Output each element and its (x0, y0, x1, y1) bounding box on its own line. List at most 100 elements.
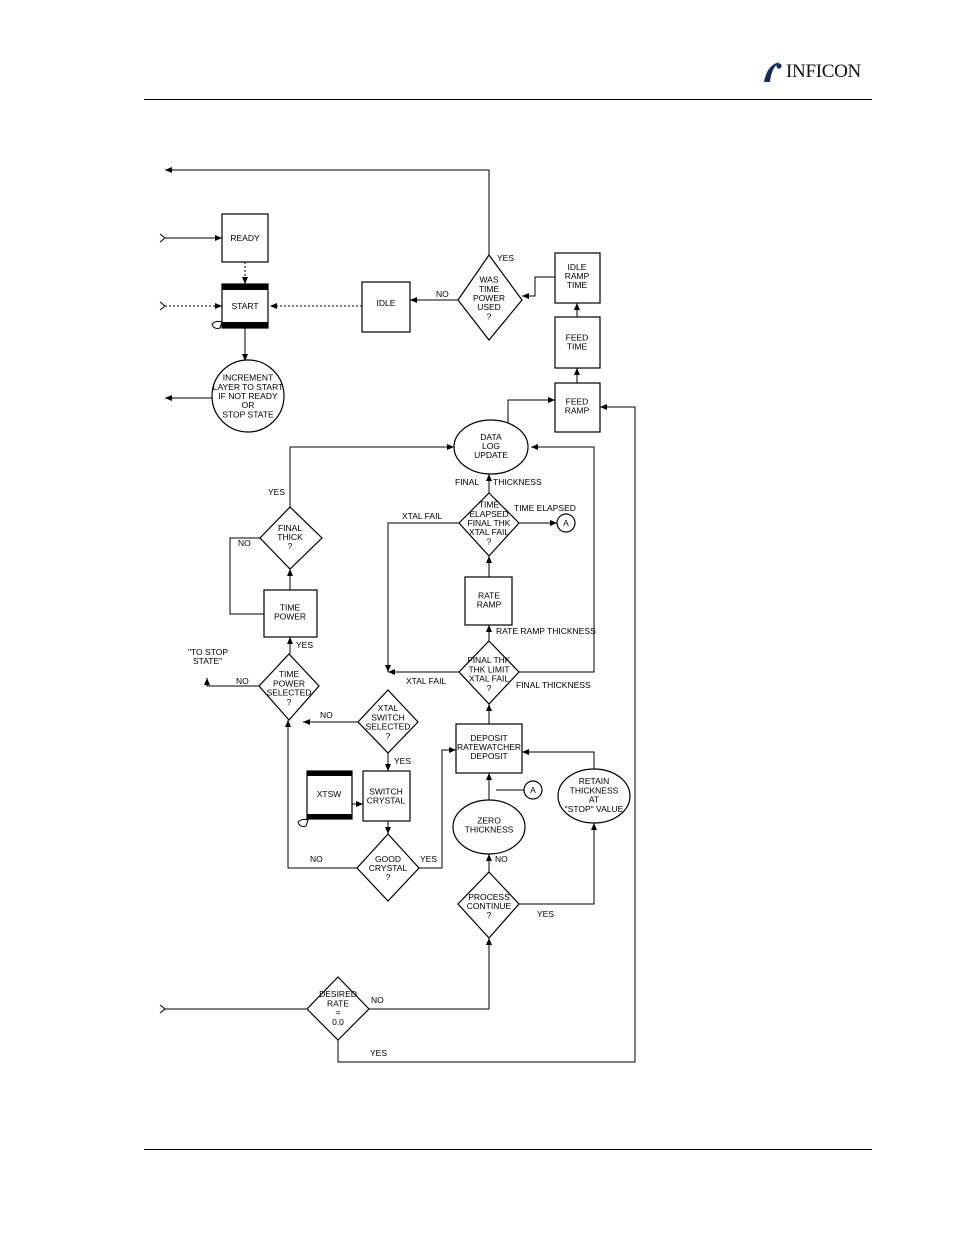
node-text-was-time-power-0: WAS (479, 275, 498, 285)
node-text-retain-thickness-0: RETAIN (579, 776, 610, 786)
time-power-selected-diamond (258, 653, 320, 721)
node-text-data-log-2: UPDATE (474, 450, 508, 460)
node-text-final-thk-limit-2: XTAL FAIL (469, 674, 509, 684)
zero-thickness-ellipse (452, 799, 526, 855)
node-text-connector-a2-0: A (530, 785, 536, 795)
node-text-was-time-power-1: TIME (479, 284, 500, 294)
start-box-bottom-bar (222, 322, 268, 328)
node-text-good-crystal-2: ? (386, 872, 391, 882)
label-final: FINAL (455, 477, 479, 487)
connector-lines (159, 167, 636, 1063)
node-text-idle-0: IDLE (377, 298, 396, 308)
node-text-time-elapsed-4: ? (487, 536, 492, 546)
label-yes-time-power-selected: YES (296, 640, 313, 650)
footer-rule (144, 1149, 872, 1150)
inficon-logo: INFICON (760, 58, 861, 86)
node-text-desired-rate-2: = (336, 1008, 341, 1018)
node-text-time-elapsed-0: TIME (479, 500, 500, 510)
hand-pointer-icon (211, 320, 223, 329)
node-text-final-thk-limit-1: THK LIMIT (468, 664, 509, 674)
node-text-time-elapsed-2: FINAL THK (468, 518, 511, 528)
node-text-final-thick-0: FINAL (278, 523, 302, 533)
was-time-power-diamond (457, 253, 523, 341)
node-text-process-continue-1: CONTINUE (467, 901, 512, 911)
label-thickness: THICKNESS (493, 477, 542, 487)
data-log-ellipse (453, 419, 529, 475)
node-text-final-thick-2: ? (288, 541, 293, 551)
node-text-start-0: START (231, 301, 258, 311)
node-text-time-power-selected-0: TIME (279, 669, 300, 679)
node-text-good-crystal-1: CRYSTAL (369, 863, 408, 873)
final-thk-limit-diamond (458, 640, 520, 705)
logo-text: INFICON (786, 61, 861, 82)
node-text-idle-ramp-time-0: IDLE (568, 262, 587, 272)
node-text-retain-thickness-2: AT (589, 795, 599, 805)
increment-layer-circle (211, 359, 285, 433)
node-text-increment-layer-2: IF NOT READY (218, 391, 278, 401)
node-text-desired-rate-0: DESIRED (319, 989, 357, 999)
node-text-feed-ramp-0: FEED (566, 396, 589, 406)
node-text-increment-layer-4: STOP STATE (222, 409, 274, 419)
node-text-rate-ramp-0: RATE (478, 590, 500, 600)
node-text-good-crystal-0: GOOD (375, 854, 401, 864)
label-to-stop-state-2: STATE" (193, 656, 222, 666)
node-text-was-time-power-4: ? (487, 311, 492, 321)
node-text-process-continue-2: ? (487, 910, 492, 920)
label-yes-was-time: YES (497, 253, 514, 263)
node-text-time-elapsed-1: ELAPSED (469, 509, 508, 519)
node-text-time-power-1: POWER (274, 612, 306, 622)
hand-pointer-icon-2 (297, 818, 309, 827)
label-xtal-fail-1: XTAL FAIL (402, 511, 442, 521)
label-no-final-thick: NO (238, 538, 251, 548)
label-rate-ramp-thickness: RATE RAMP THICKNESS (496, 626, 596, 636)
rate-ramp-box (464, 576, 513, 626)
node-text-final-thk-limit-0: FINAL THK (468, 655, 511, 665)
node-text-switch-crystal-0: SWITCH (369, 786, 403, 796)
label-no-process: NO (495, 854, 508, 864)
start-box-top-bar (222, 284, 268, 290)
node-text-increment-layer-3: OR (242, 400, 255, 410)
node-text-time-power-selected-1: POWER (273, 678, 305, 688)
label-yes-process: YES (537, 909, 554, 919)
node-text-rate-ramp-1: RAMP (477, 600, 502, 610)
label-yes-xtal-switch: YES (394, 756, 411, 766)
label-yes-desired: YES (370, 1048, 387, 1058)
node-text-connector-a1-0: A (563, 518, 569, 528)
retain-thickness-ellipse (557, 768, 631, 824)
label-yes-final-thick: YES (268, 487, 285, 497)
node-text-feed-time-1: TIME (567, 342, 588, 352)
idle-box (361, 281, 411, 333)
node-text-zero-thickness-1: THICKNESS (465, 825, 514, 835)
node-text-feed-time-0: FEED (566, 332, 589, 342)
node-text-idle-ramp-time-1: RAMP (565, 271, 590, 281)
inficon-swoosh-icon (764, 62, 782, 82)
node-text-deposit-1: RATEWATCHER (457, 742, 521, 752)
label-time-elapsed: TIME ELAPSED (514, 503, 576, 513)
label-xtal-fail-2: XTAL FAIL (406, 676, 446, 686)
node-text-increment-layer-1: LAYER TO START (213, 382, 284, 392)
node-text-was-time-power-3: USED (477, 302, 501, 312)
node-text-xtal-switch-selected-2: SELECTED (366, 722, 411, 732)
node-text-desired-rate-3: 0.0 (332, 1017, 344, 1027)
node-text-idle-ramp-time-2: TIME (567, 280, 588, 290)
node-text-xtal-switch-selected-1: SWITCH (371, 712, 405, 722)
label-no-time-power-selected: NO (236, 676, 249, 686)
label-to-stop-state-1: "TO STOP (188, 647, 228, 657)
node-text-was-time-power-2: POWER (473, 293, 505, 303)
node-text-xtal-switch-selected-3: ? (386, 731, 391, 741)
label-final-thickness: FINAL THICKNESS (516, 680, 591, 690)
node-text-ready-0: READY (230, 233, 260, 243)
node-text-xtal-switch-selected-0: XTAL (378, 703, 399, 713)
feed-time-box (554, 316, 601, 369)
node-text-deposit-0: DEPOSIT (470, 733, 507, 743)
node-text-increment-layer-0: INCREMENT (223, 373, 274, 383)
node-text-time-power-0: TIME (280, 602, 301, 612)
label-no-was-time: NO (436, 289, 449, 299)
time-elapsed-diamond (458, 492, 520, 557)
ready-box (221, 213, 269, 263)
time-power-box (263, 589, 318, 638)
node-text-zero-thickness-0: ZERO (477, 815, 501, 825)
node-text-time-power-selected-3: ? (287, 697, 292, 707)
